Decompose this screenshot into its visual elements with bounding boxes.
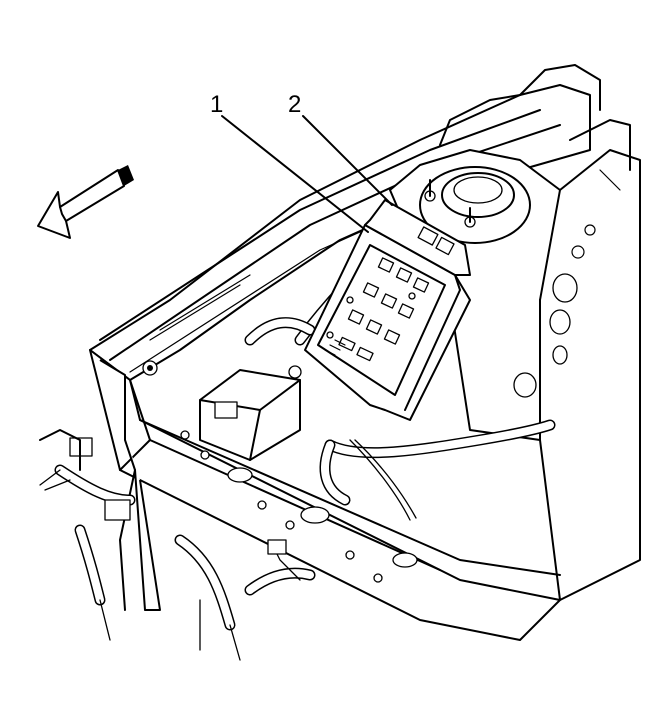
inner-fender-right	[513, 119, 641, 601]
strut-tower	[389, 149, 571, 441]
callout-label-2: 2	[288, 91, 301, 118]
lower-left-harness	[39, 429, 316, 661]
front-of-vehicle-arrow-icon	[37, 165, 134, 239]
frame-rail	[89, 349, 561, 641]
callout-1: 1	[210, 91, 369, 233]
callout-2: 2	[288, 91, 393, 206]
fuse-block-bracket	[364, 199, 471, 276]
callout-label-1: 1	[210, 91, 223, 118]
battery-tray	[199, 365, 302, 461]
underhood-fuse-block	[304, 224, 471, 421]
